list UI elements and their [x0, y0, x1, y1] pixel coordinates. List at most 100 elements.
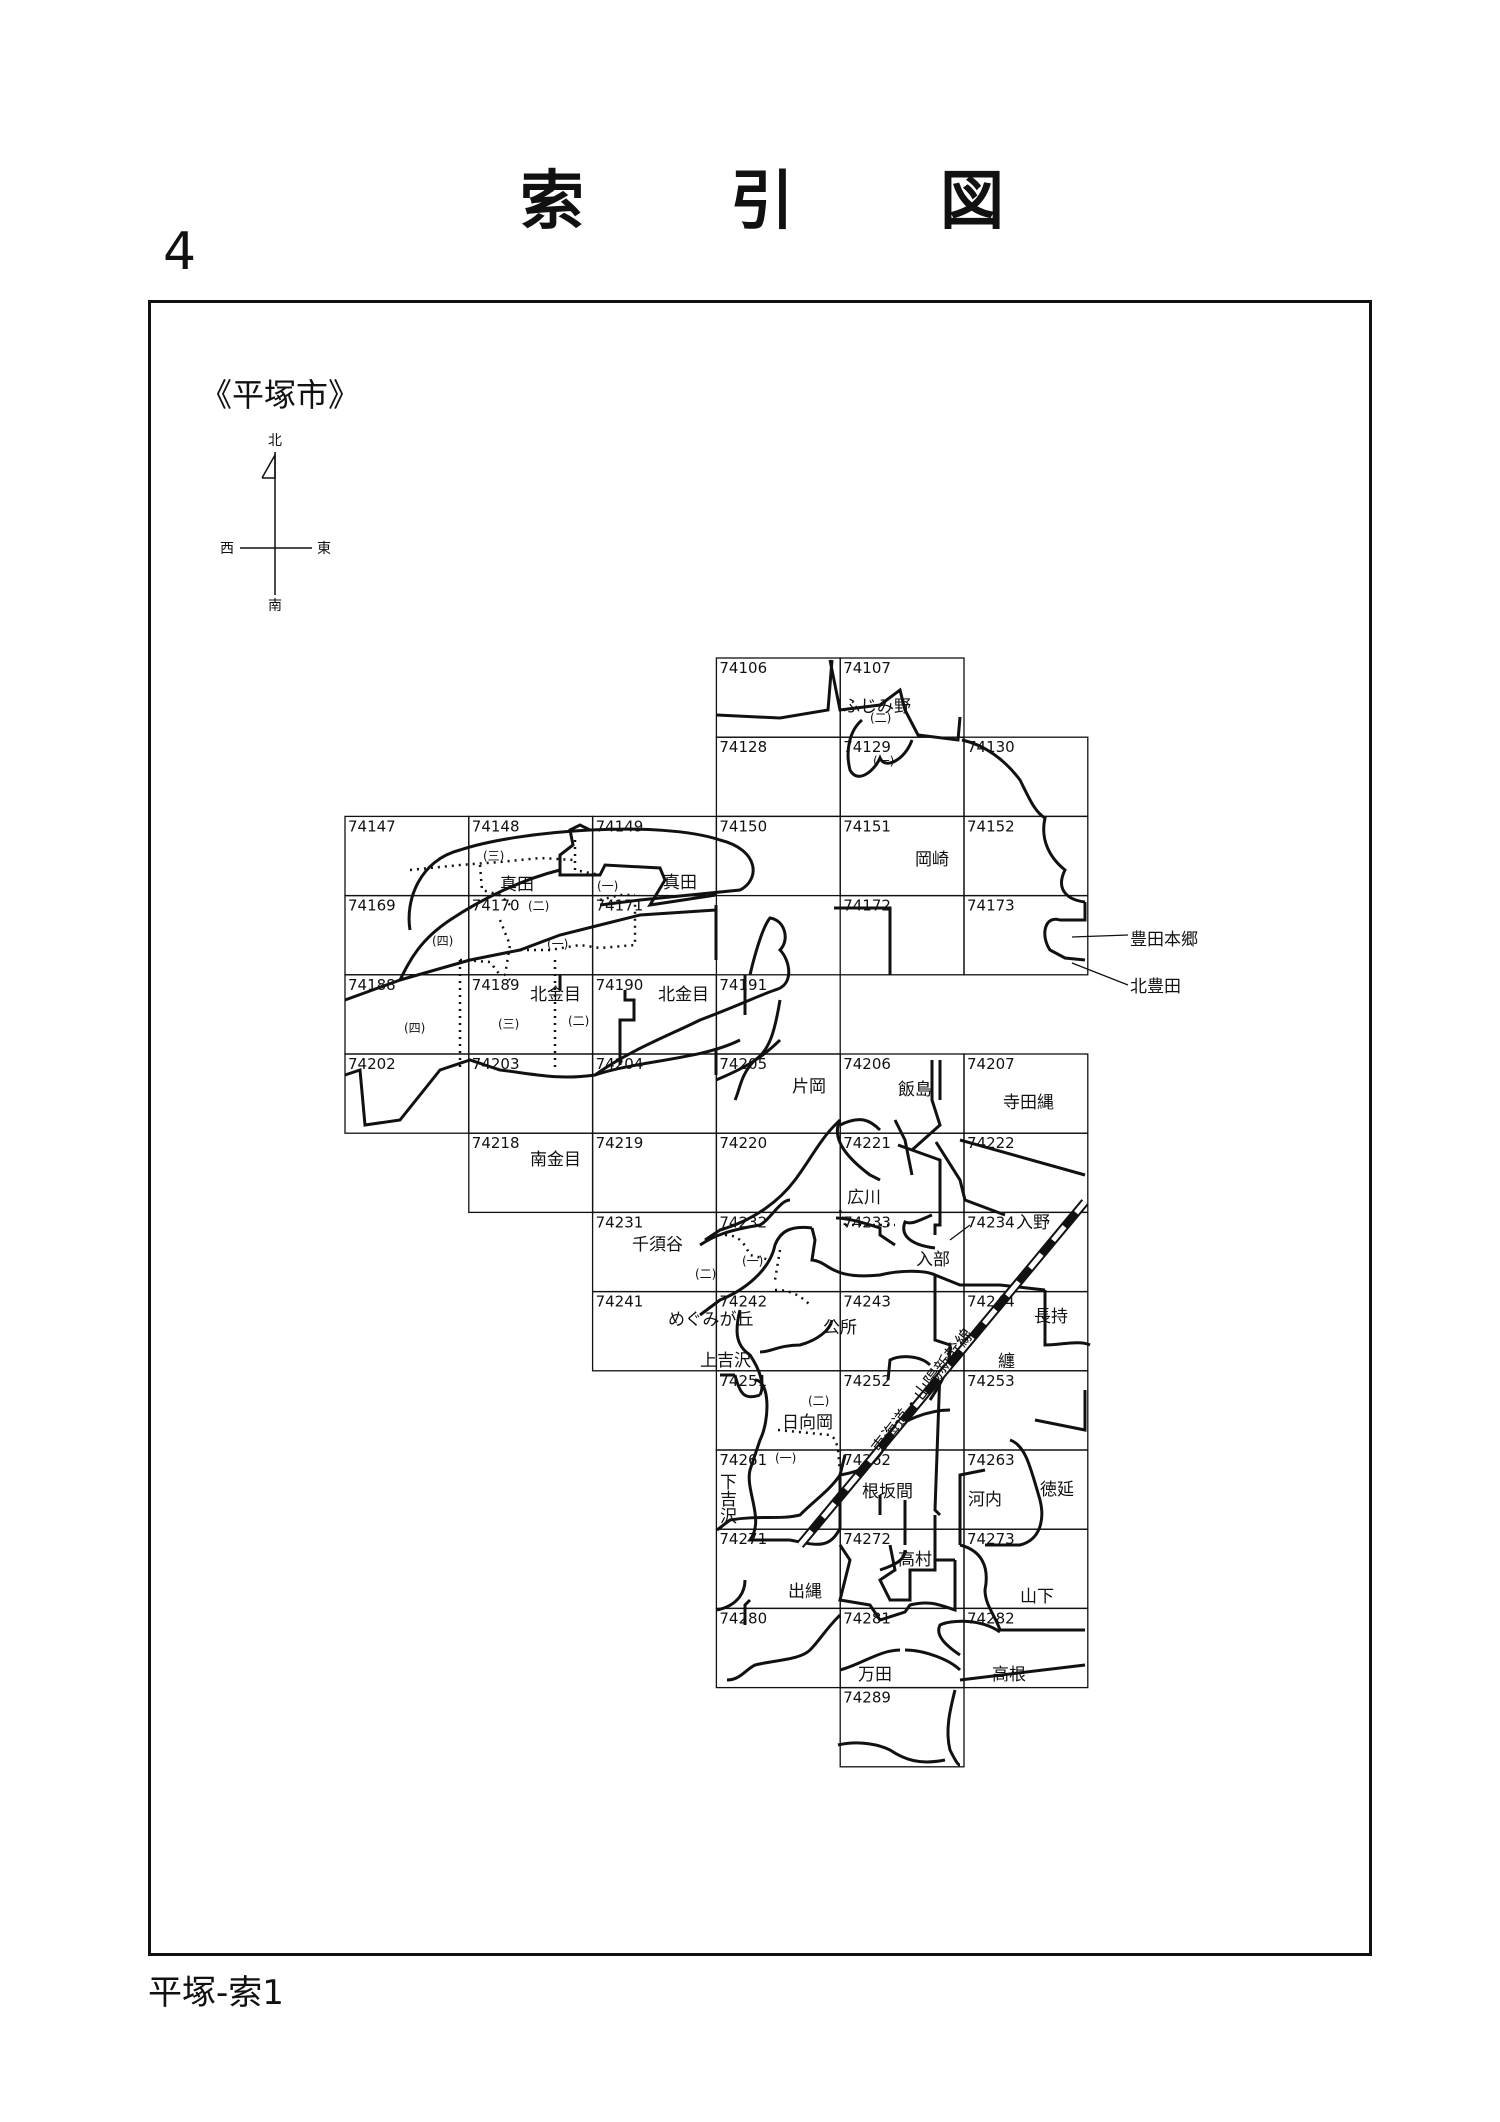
sub-area-number: (一)	[775, 1451, 796, 1465]
grid-cell	[839, 1686, 965, 1768]
place-name: 高村	[898, 1550, 932, 1570]
grid-cell-number: 74148	[472, 817, 520, 835]
place-name: 日向岡	[782, 1413, 833, 1433]
grid-cell-number: 74219	[596, 1134, 644, 1152]
grid-cell-number: 74220	[719, 1134, 767, 1152]
place-name: 徳延	[1040, 1480, 1074, 1500]
grid-cell-number: 74129	[843, 738, 891, 756]
sub-area-number: (一)	[597, 879, 618, 893]
grid-cell-number: 74241	[596, 1293, 644, 1311]
sub-boundary-lines	[409, 840, 895, 1471]
railway-label: 東海道・山陽新幹線	[867, 1325, 978, 1458]
grid-cell	[963, 1607, 1089, 1689]
grid-cell-number: 74289	[843, 1689, 891, 1707]
grid-cell-number: 74191	[719, 976, 767, 994]
grid-cell-number: 74231	[596, 1213, 644, 1231]
compass-west: 西	[220, 541, 234, 557]
title-char-2: 引	[730, 165, 794, 239]
grid-cell-number: 74242	[719, 1293, 767, 1311]
place-name: 万田	[858, 1665, 892, 1685]
place-name: 広川	[847, 1188, 881, 1208]
place-name: ふじみ野	[843, 697, 911, 717]
place-name: 豊田本郷	[1130, 930, 1198, 950]
place-name: 真田	[500, 875, 534, 895]
sub-area-number: (四)	[404, 1021, 425, 1035]
place-name: 高根	[992, 1665, 1026, 1685]
sub-area-number: (四)	[432, 934, 453, 948]
place-name: 千須谷	[632, 1235, 683, 1255]
grid-cell-number: 74169	[348, 897, 396, 915]
sub-area-number: (二)	[808, 1394, 829, 1408]
grid-cell-number: 74233	[843, 1213, 891, 1231]
grid-cell-number: 74106	[719, 659, 767, 677]
grid-cell-number: 74170	[472, 897, 520, 915]
grid-cell-number: 74107	[843, 659, 891, 677]
place-name: 沢	[720, 1507, 737, 1527]
grid-cell-number: 74173	[967, 897, 1015, 915]
grid-cell-number: 74221	[843, 1134, 891, 1152]
grid-cell	[963, 894, 1089, 976]
place-name: めぐみが丘	[668, 1310, 754, 1330]
leader-lines	[949, 934, 1129, 1241]
sub-area-number: (二)	[695, 1267, 716, 1281]
place-name: 河内	[968, 1490, 1002, 1510]
sub-area-number: (一)	[547, 937, 568, 951]
sub-area-number: (三)	[498, 1017, 519, 1031]
boundary-lines	[344, 659, 1091, 1767]
place-name: 北豊田	[1130, 977, 1181, 997]
place-name: 入野	[1016, 1213, 1050, 1233]
grid-cell-number: 74190	[596, 976, 644, 994]
place-name: 公所	[823, 1318, 857, 1338]
place-name: 吉	[720, 1490, 737, 1510]
grid-cell-number: 74271	[719, 1530, 767, 1548]
place-name: 根坂間	[862, 1482, 913, 1502]
city-label: 《平塚市》	[200, 376, 361, 414]
place-name: 北金目	[658, 985, 709, 1005]
place-name: 纏	[998, 1352, 1015, 1372]
grid-cell-number: 74151	[843, 817, 891, 835]
grid-cell-number: 74252	[843, 1372, 891, 1390]
title-char-3: 図	[940, 165, 1004, 239]
place-name-labels: ふじみ野真田真田岡崎豊田本郷北豊田北金目北金目片岡飯島寺田縄南金目広川千須谷入部…	[500, 697, 1198, 1685]
place-name: 北金目	[530, 985, 581, 1005]
place-name: 片岡	[792, 1077, 826, 1097]
grid-cell-number: 74130	[967, 738, 1015, 756]
grid-cell-number: 74150	[719, 817, 767, 835]
page-title: 索 引 図	[520, 150, 1020, 240]
railway-shinkansen	[796, 1199, 1089, 1548]
compass-east: 東	[317, 541, 331, 557]
sub-area-number: (二)	[870, 711, 891, 725]
sub-area-number: (三)	[483, 849, 504, 863]
place-name: 寺田縄	[1003, 1093, 1054, 1113]
grid-cell-number: 74188	[348, 976, 396, 994]
grid-cell-number: 74222	[967, 1134, 1015, 1152]
grid-cell-number: 74281	[843, 1609, 891, 1627]
grid-cell-number: 74253	[967, 1372, 1015, 1390]
grid-cell-number: 74207	[967, 1055, 1015, 1073]
grid-cell-number: 74243	[843, 1293, 891, 1311]
sub-area-number: (一)	[742, 1254, 763, 1268]
grid-cell-number: 74203	[472, 1055, 520, 1073]
footer-label: 平塚-索1	[148, 1973, 284, 2013]
place-name: 上吉沢	[700, 1351, 751, 1371]
place-name: 入部	[916, 1250, 950, 1270]
place-name: 長持	[1034, 1307, 1068, 1327]
compass-rose	[240, 452, 312, 595]
sub-area-number: (二)	[568, 1014, 589, 1028]
place-name: 出縄	[788, 1582, 822, 1602]
place-name: 岡崎	[915, 850, 949, 870]
place-name: 真田	[663, 873, 697, 893]
place-name: 南金目	[530, 1150, 581, 1170]
grid-cell-number: 74272	[843, 1530, 891, 1548]
place-name: 山下	[1020, 1587, 1054, 1607]
compass-north: 北	[268, 433, 282, 449]
grid-cell-number: 74261	[719, 1451, 767, 1469]
grid-cell-number: 74280	[719, 1609, 767, 1627]
grid-cell-number: 74172	[843, 897, 891, 915]
sub-area-number: (一)	[873, 754, 894, 768]
grid-cell-number: 74189	[472, 976, 520, 994]
sub-area-number: (二)	[528, 899, 549, 913]
grid-cell-number: 74218	[472, 1134, 520, 1152]
